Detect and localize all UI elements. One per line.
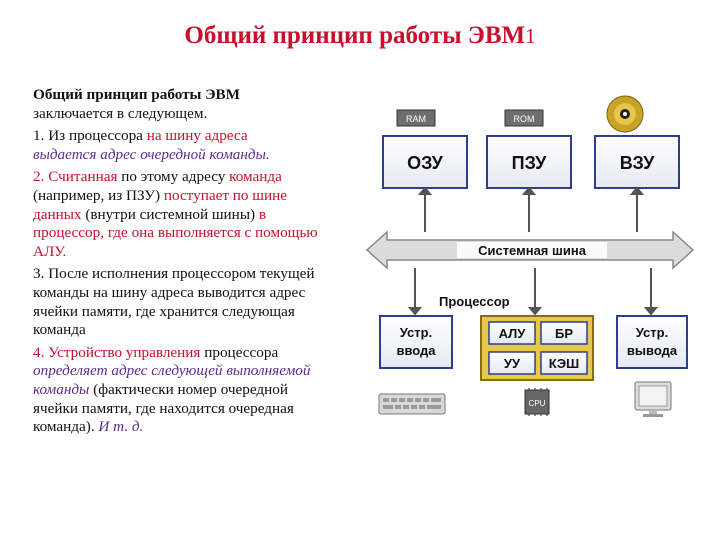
step2-a: 2. Считанная <box>33 168 118 186</box>
cache-label: КЭШ <box>549 356 579 371</box>
step1-a: 1. Из процессора <box>33 127 147 145</box>
box-processor: АЛУ БР УУ КЭШ <box>480 315 594 381</box>
uu-box <box>488 351 536 375</box>
monitor-icon <box>634 381 672 417</box>
step3: 3. После исполнения процессором текущей … <box>33 265 315 339</box>
step2-c: команда <box>229 168 282 186</box>
paragraph-step-4: 4. Устройство управления процессора опре… <box>33 344 328 437</box>
box-output-device: Устр. вывода <box>616 315 688 369</box>
cache-box <box>540 351 588 375</box>
rom-chip-icon: ROM <box>504 109 544 127</box>
paragraph-intro: Общий принцип работы ЭВМ заключается в с… <box>33 86 328 123</box>
step1-b: на шину адреса <box>146 127 248 145</box>
input-device-line1: Устр. <box>400 325 432 340</box>
box-vzu-label: ВЗУ <box>620 153 655 173</box>
cpu-chip-icon: CPU <box>524 388 550 416</box>
cpu-chip-label: CPU <box>529 399 546 408</box>
slide-title: Общий принцип работы ЭВМ1 <box>0 22 720 50</box>
step1-c: выдается адрес очередной команды. <box>33 145 270 163</box>
slide-title-text: Общий принцип работы ЭВМ <box>184 22 526 49</box>
step4-a: 4. Устройство управления <box>33 343 201 361</box>
paragraph-step-2: 2. Считанная по этому адресу команда (на… <box>33 168 328 261</box>
keyboard-icon <box>378 393 446 415</box>
step4-d: (фактически номер очередной ячейки памят… <box>33 380 294 436</box>
br-box <box>540 321 588 345</box>
bus-device-connectors <box>407 268 659 316</box>
paragraph-step-1: 1. Из процессора на шину адреса выдается… <box>33 127 328 164</box>
output-device-line2: вывода <box>627 343 678 358</box>
box-pzu: ПЗУ <box>486 135 572 189</box>
computer-architecture-diagram: RAM ROM ОЗУ ПЗУ ВЗУ Системная шина <box>365 95 695 417</box>
step4-e: И т. д. <box>98 418 144 436</box>
memory-bus-connectors <box>417 186 645 232</box>
box-pzu-label: ПЗУ <box>512 153 548 173</box>
box-input-device: Устр. ввода <box>379 315 453 369</box>
step2-e: поступает по шине данных <box>33 186 287 223</box>
slide-title-number: 1 <box>525 24 536 48</box>
alu-box <box>488 321 536 345</box>
step2-d: (например, из ПЗУ) <box>33 186 164 204</box>
step2-b: по этому адресу <box>117 168 230 186</box>
step2-g: в процессор, где она выполняется с помощ… <box>33 205 318 260</box>
br-label: БР <box>555 326 573 341</box>
step4-c: определяет адрес следующей выполняемой к… <box>33 362 311 398</box>
box-ozu-label: ОЗУ <box>407 153 444 173</box>
ram-chip-icon: RAM <box>396 109 436 127</box>
output-device-line1: Устр. <box>636 325 668 340</box>
rom-chip-label: ROM <box>514 114 535 124</box>
cd-disc-icon <box>606 95 644 133</box>
input-device-line2: ввода <box>396 343 436 358</box>
uu-label: УУ <box>504 356 521 371</box>
box-vzu: ВЗУ <box>594 135 680 189</box>
step2-f: (внутри системной шины) <box>81 205 259 223</box>
box-ozu: ОЗУ <box>382 135 468 189</box>
intro-rest: заключается в следующем. <box>33 104 208 122</box>
alu-label: АЛУ <box>499 326 527 341</box>
system-bus-arrow: Системная шина <box>365 230 695 270</box>
body-text: Общий принцип работы ЭВМ заключается в с… <box>33 86 328 441</box>
paragraph-step-3: 3. После исполнения процессором текущей … <box>33 265 328 339</box>
ram-chip-label: RAM <box>406 114 426 124</box>
step4-b: процессора <box>200 343 279 361</box>
intro-bold: Общий принцип работы ЭВМ <box>33 86 240 103</box>
processor-label: Процессор <box>439 294 510 309</box>
system-bus-label: Системная шина <box>478 243 587 258</box>
